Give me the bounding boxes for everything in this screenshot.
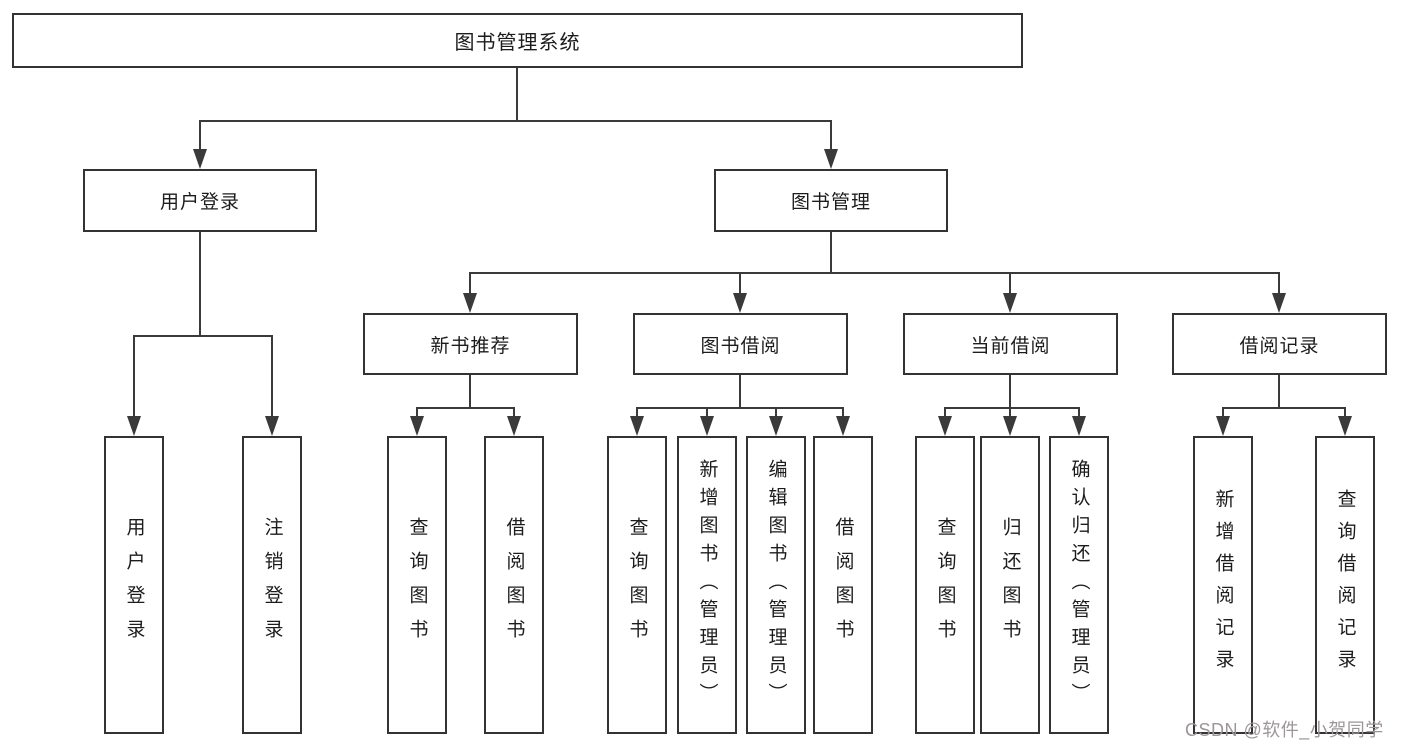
connector-line [416, 407, 418, 418]
leaf-label: 查询图书 [626, 517, 648, 653]
connector-line [1009, 375, 1011, 409]
arrow-head [700, 416, 714, 436]
leaf-label: 查询借阅记录 [1334, 489, 1356, 681]
arrow-head [630, 416, 644, 436]
leaf-query-borrow-record: 查询借阅记录 [1315, 436, 1375, 734]
leaf-confirm-return-admin: 确认归还（管理员） [1049, 436, 1109, 734]
root-node-label: 图书管理系统 [454, 32, 581, 54]
node-borrow-records: 借阅记录 [1172, 313, 1387, 375]
leaf-return-books: 归还图书 [980, 436, 1040, 734]
connector-line [416, 407, 515, 409]
leaf-label: 借阅图书 [832, 517, 854, 653]
leaf-label: 借阅图书 [503, 517, 525, 653]
leaf-user-login: 用户登录 [104, 436, 164, 734]
node-label: 图书管理 [790, 192, 871, 213]
connector-line [1222, 407, 1346, 409]
connector-line [1009, 272, 1011, 295]
arrow-head [1003, 293, 1017, 313]
leaf-query-books-current: 查询图书 [915, 436, 975, 734]
node-label: 用户登录 [159, 192, 240, 213]
node-current-borrow: 当前借阅 [903, 313, 1118, 375]
connector-line [1009, 407, 1011, 418]
connector-line [1222, 407, 1224, 418]
leaf-label: 新增借阅记录 [1212, 489, 1234, 681]
connector-line [830, 120, 832, 150]
node-label: 图书借阅 [700, 335, 781, 357]
connector-line [516, 68, 518, 120]
connector-line [133, 335, 273, 337]
arrow-head [769, 416, 783, 436]
connector-line [830, 232, 832, 274]
connector-line [944, 407, 946, 418]
connector-line [271, 335, 273, 418]
arrow-head [1072, 416, 1086, 436]
leaf-label: 注销登录 [261, 517, 283, 653]
leaf-logout: 注销登录 [242, 436, 302, 734]
connector-line [944, 407, 1080, 409]
arrow-head [193, 149, 207, 169]
leaf-borrow-books-recommend: 借阅图书 [484, 436, 544, 734]
arrow-head [410, 416, 424, 436]
node-book-management: 图书管理 [714, 169, 948, 232]
node-label: 借阅记录 [1239, 335, 1320, 357]
arrow-head [836, 416, 850, 436]
connector-line [1278, 375, 1280, 409]
connector-line [199, 120, 832, 122]
connector-line [1344, 407, 1346, 418]
arrow-head [1003, 416, 1017, 436]
leaf-edit-books-admin: 编辑图书（管理员） [746, 436, 806, 734]
node-user-login: 用户登录 [83, 169, 317, 232]
root-node-library-system: 图书管理系统 [12, 13, 1023, 68]
leaf-add-books-admin: 新增图书（管理员） [677, 436, 737, 734]
connector-line [842, 407, 844, 418]
node-label: 新书推荐 [430, 335, 511, 357]
arrow-head [733, 293, 747, 313]
leaf-label: 用户登录 [123, 517, 145, 653]
connector-line [469, 272, 1280, 274]
node-book-borrow: 图书借阅 [633, 313, 848, 375]
arrow-head [507, 416, 521, 436]
leaf-label: 查询图书 [934, 517, 956, 653]
connector-line [739, 375, 741, 409]
connector-line [636, 407, 638, 418]
connector-line [706, 407, 708, 418]
arrow-head [127, 416, 141, 436]
connector-line [199, 232, 201, 337]
arrow-head [938, 416, 952, 436]
leaf-label: 查询图书 [406, 517, 428, 653]
connector-line [775, 407, 777, 418]
leaf-add-borrow-record: 新增借阅记录 [1193, 436, 1253, 734]
arrow-head [265, 416, 279, 436]
leaf-label: 归还图书 [999, 517, 1021, 653]
node-label: 当前借阅 [970, 335, 1051, 357]
connector-line [133, 335, 135, 418]
arrow-head [1338, 416, 1352, 436]
connector-line [469, 375, 471, 409]
connector-line [469, 272, 471, 295]
node-new-book-recommend: 新书推荐 [363, 313, 578, 375]
connector-line [1278, 272, 1280, 295]
arrow-head [1216, 416, 1230, 436]
arrow-head [463, 293, 477, 313]
connector-line [513, 407, 515, 418]
leaf-query-books-borrow: 查询图书 [607, 436, 667, 734]
connector-line [636, 407, 844, 409]
connector-line [199, 120, 201, 150]
leaf-label: 编辑图书（管理员） [765, 459, 787, 711]
leaf-borrow-books: 借阅图书 [813, 436, 873, 734]
connector-line [1078, 407, 1080, 418]
connector-line [739, 272, 741, 295]
arrow-head [824, 149, 838, 169]
arrow-head [1272, 293, 1286, 313]
leaf-label: 新增图书（管理员） [696, 459, 718, 711]
csdn-watermark: CSDN @软件_小贺同学 [1185, 720, 1384, 740]
leaf-query-books-recommend: 查询图书 [387, 436, 447, 734]
leaf-label: 确认归还（管理员） [1068, 459, 1090, 711]
